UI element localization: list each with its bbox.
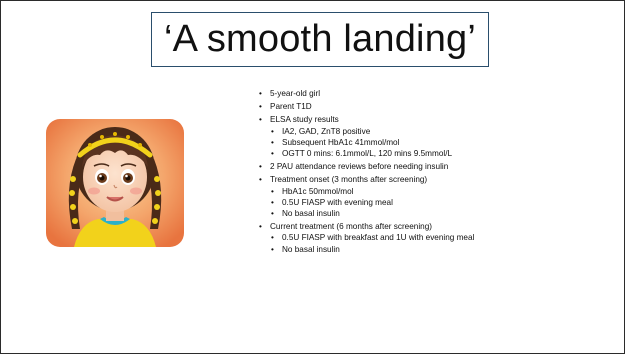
list-subitem: HbA1c 50mmol/mol bbox=[271, 187, 619, 197]
list-item: Current treatment (6 months after screen… bbox=[259, 222, 619, 232]
list-subitem: No basal insulin bbox=[271, 209, 619, 219]
list-subitem: Subsequent HbA1c 41mmol/mol bbox=[271, 138, 619, 148]
cartoon-girl-illustration bbox=[46, 119, 184, 247]
list-subitem: IA2, GAD, ZnT8 positive bbox=[271, 127, 619, 137]
list-item: Treatment onset (3 months after screenin… bbox=[259, 175, 619, 185]
list-subitem: 0.5U FIASP with breakfast and 1U with ev… bbox=[271, 233, 619, 243]
list-item: 5-year-old girl bbox=[259, 89, 619, 99]
girl-portrait-image bbox=[46, 119, 184, 247]
list-subitem: OGTT 0 mins: 6.1mmol/L, 120 mins 9.5mmol… bbox=[271, 149, 619, 159]
list-item: 2 PAU attendance reviews before needing … bbox=[259, 162, 619, 172]
list-subitem: 0.5U FIASP with evening meal bbox=[271, 198, 619, 208]
list-item: Parent T1D bbox=[259, 102, 619, 112]
slide-title: ‘A smooth landing’ bbox=[163, 18, 477, 60]
slide-title-box: ‘A smooth landing’ bbox=[151, 12, 489, 67]
bullet-list: 5-year-old girl Parent T1D ELSA study re… bbox=[259, 89, 619, 254]
list-subitem: No basal insulin bbox=[271, 245, 619, 255]
list-item: ELSA study results bbox=[259, 115, 619, 125]
